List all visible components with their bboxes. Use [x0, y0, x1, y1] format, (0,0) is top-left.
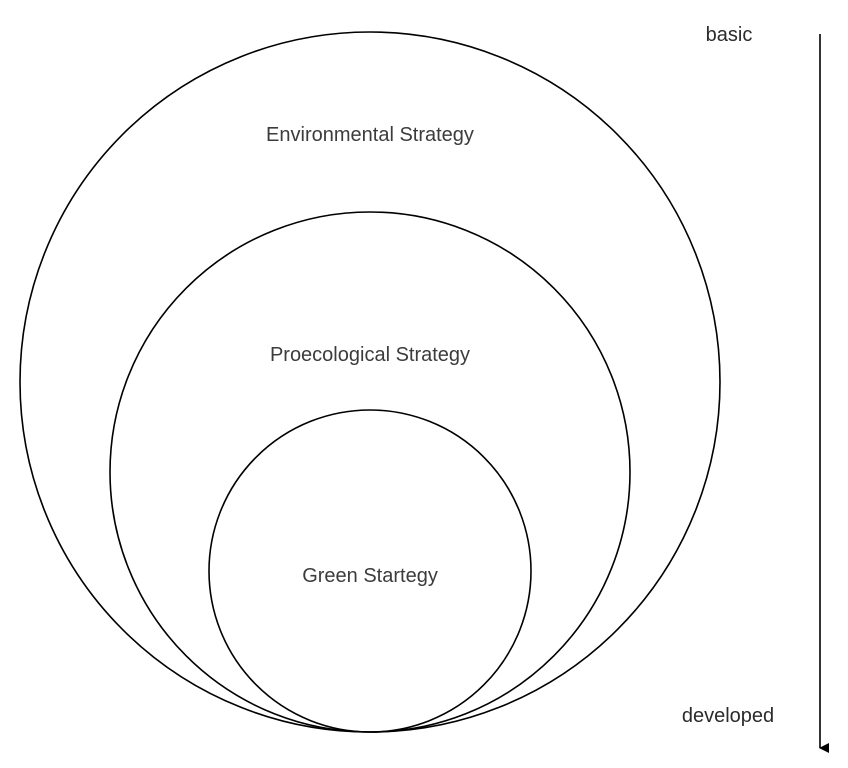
proecological-strategy-circle: [109, 211, 631, 733]
axis-bottom-label: developed: [682, 705, 774, 727]
environmental-strategy-label: Environmental Strategy: [266, 124, 474, 146]
proecological-strategy-label: Proecological Strategy: [270, 344, 470, 366]
axis-top-label: basic: [706, 24, 753, 46]
green-strategy-label: Green Startegy: [302, 565, 438, 587]
green-strategy-circle: [208, 409, 532, 733]
